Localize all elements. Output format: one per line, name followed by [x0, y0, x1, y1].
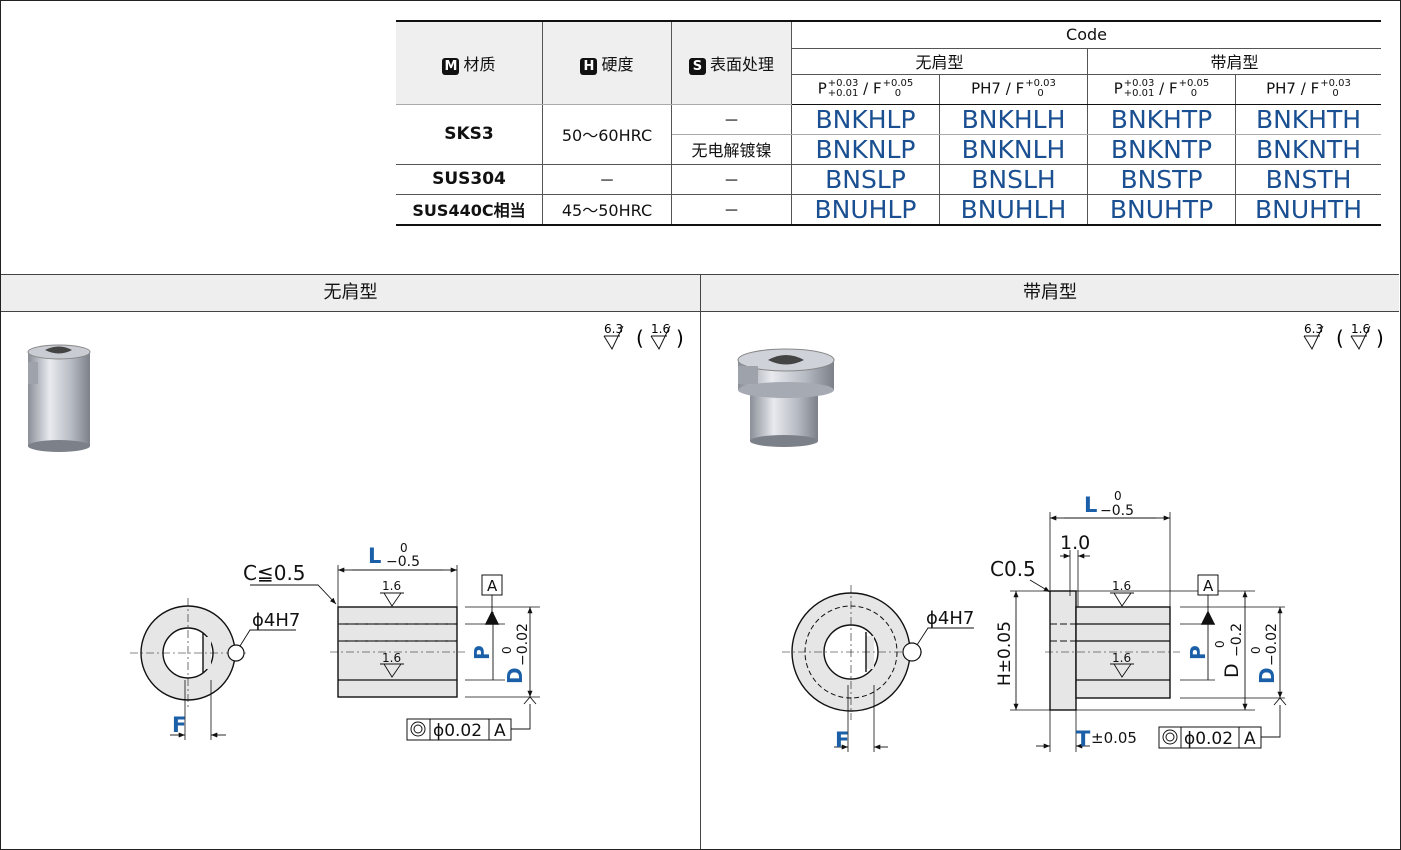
- header-with-shoulder: 带肩型: [1087, 48, 1381, 75]
- svg-text:1.6: 1.6: [651, 322, 670, 336]
- svg-text:±0.05: ±0.05: [1091, 729, 1137, 747]
- code-cell[interactable]: BNKHTP: [1087, 104, 1236, 135]
- svg-text:0: 0: [400, 541, 408, 555]
- svg-text:1.6: 1.6: [1112, 579, 1131, 593]
- svg-text:6.3: 6.3: [604, 322, 623, 336]
- table-row: SUS304 － － BNSLP BNSLH BNSTP BNSTH: [396, 164, 1381, 195]
- code-cell[interactable]: BNSLH: [939, 164, 1088, 195]
- code-cell[interactable]: BNUHLP: [791, 194, 940, 226]
- hardness-badge: H: [580, 57, 598, 75]
- left-tol-ref: A: [494, 721, 506, 741]
- right-tol-value: ϕ0.02: [1184, 729, 1233, 749]
- code-cell[interactable]: BNKHLP: [791, 104, 940, 135]
- right-L-label: L: [1084, 493, 1097, 517]
- svg-text:0: 0: [1249, 646, 1263, 654]
- table-row: SUS440C相当 45～50HRC － BNUHLP BNUHLH BNUHT…: [396, 194, 1381, 226]
- svg-text:1.6: 1.6: [1112, 651, 1131, 665]
- right-F-label: F: [835, 728, 849, 752]
- svg-text:0: 0: [1213, 640, 1227, 648]
- svg-text:(: (: [636, 326, 644, 350]
- svg-text:−0.5: −0.5: [386, 554, 420, 570]
- svg-text:): ): [676, 326, 684, 350]
- code-cell[interactable]: BNKNTH: [1235, 134, 1381, 165]
- left-P-label: P: [470, 645, 494, 660]
- svg-text:0: 0: [1114, 489, 1122, 503]
- code-cell[interactable]: BNUHTH: [1235, 194, 1381, 226]
- product-photo-no-shoulder: [27, 344, 91, 452]
- code-cell[interactable]: BNKNTP: [1087, 134, 1236, 165]
- right-H-label: H±0.05: [995, 621, 1015, 686]
- svg-text:−0.2: −0.2: [1229, 623, 1245, 657]
- svg-text:1.6: 1.6: [382, 651, 401, 665]
- code-cell[interactable]: BNUHTP: [1087, 194, 1236, 226]
- section-title-no-shoulder: 无肩型: [1, 274, 700, 312]
- code-cell[interactable]: BNSLP: [791, 164, 940, 195]
- material-badge: M: [442, 57, 460, 75]
- code-cell[interactable]: BNSTH: [1235, 164, 1381, 195]
- left-datum-label: A: [487, 577, 498, 595]
- svg-text:1.6: 1.6: [1351, 322, 1370, 336]
- section-title-with-shoulder: 带肩型: [701, 274, 1399, 312]
- code-cell[interactable]: BNKHLH: [939, 104, 1088, 135]
- table-row: SKS3 50～60HRC － BNKHLP BNKHLH BNKHTP BNK…: [396, 104, 1381, 165]
- product-photo-with-shoulder: [737, 348, 835, 447]
- code-cell[interactable]: BNKNLP: [791, 134, 940, 165]
- roughness-symbol-left: 6.3 ( 1.6 ): [603, 322, 684, 351]
- code-cell[interactable]: BNKHTH: [1235, 104, 1381, 135]
- left-L-label: L: [368, 544, 381, 568]
- section-divider: [700, 274, 701, 849]
- header-code: Code: [791, 20, 1381, 49]
- surface-badge: S: [688, 57, 706, 75]
- code-cell[interactable]: BNKNLH: [939, 134, 1088, 165]
- left-chamfer-label: C≦0.5: [243, 561, 306, 585]
- svg-text:−0.5: −0.5: [1100, 503, 1134, 519]
- code-cell[interactable]: BNUHLH: [939, 194, 1088, 226]
- roughness-symbol-right: 6.3 ( 1.6 ): [1303, 322, 1384, 351]
- table-row: 无电解镀镍 BNKNLP BNKNLH BNKNTP BNKNTH: [396, 134, 1381, 165]
- left-F-label: F: [172, 713, 186, 737]
- svg-text:6.3: 6.3: [1304, 322, 1323, 336]
- right-T-label: T: [1076, 727, 1091, 751]
- right-datum-label: A: [1203, 577, 1214, 595]
- right-D-shoulder-label: D: [1221, 663, 1243, 678]
- svg-text:1.6: 1.6: [382, 579, 401, 593]
- left-D-label: D: [503, 667, 527, 684]
- right-phi-label: ϕ4H7: [926, 608, 974, 629]
- header-no-shoulder: 无肩型: [791, 48, 1088, 75]
- right-chamfer-label: C0.5: [990, 557, 1036, 581]
- svg-text:−0.02: −0.02: [515, 623, 531, 666]
- left-drawing: [130, 565, 540, 741]
- left-phi-label: ϕ4H7: [252, 610, 300, 631]
- svg-text:−0.02: −0.02: [1264, 623, 1280, 666]
- svg-text:0: 0: [500, 646, 514, 654]
- right-P-label: P: [1186, 645, 1210, 660]
- right-drawing: [782, 512, 1287, 752]
- left-tol-value: ϕ0.02: [433, 721, 482, 741]
- svg-text:): ): [1376, 326, 1384, 350]
- right-D-label: D: [1255, 667, 1279, 684]
- right-shoulder-label: 1.0: [1060, 532, 1090, 554]
- svg-text:(: (: [1336, 326, 1344, 350]
- code-cell[interactable]: BNSTP: [1087, 164, 1236, 195]
- right-tol-ref: A: [1244, 729, 1256, 749]
